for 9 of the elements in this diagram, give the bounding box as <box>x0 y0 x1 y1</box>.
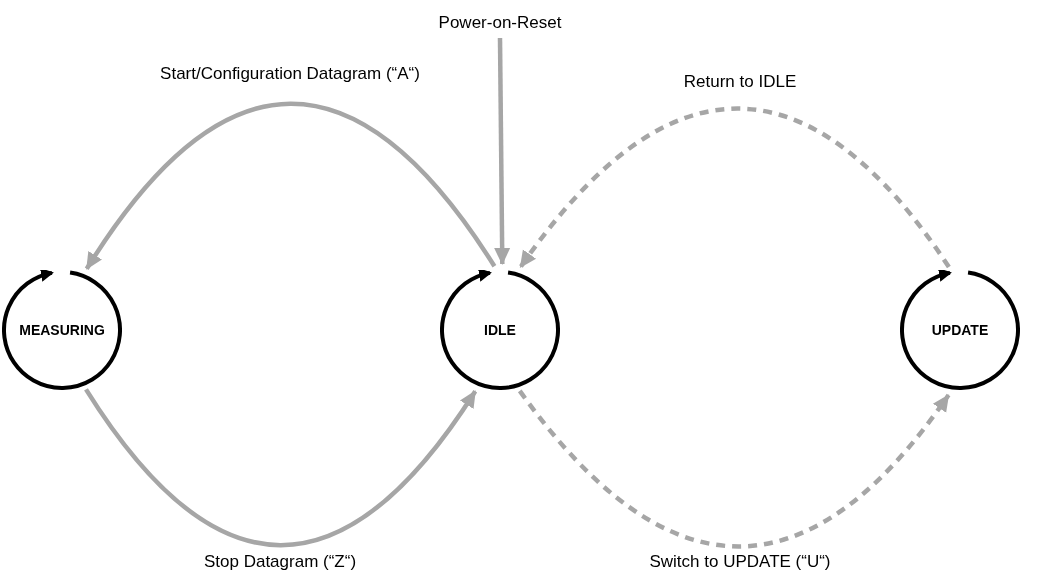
state-name: MEASURING <box>19 322 105 338</box>
arrow <box>518 389 951 549</box>
state-name: IDLE <box>484 322 516 338</box>
event-label: Power-on-Reset <box>438 13 562 33</box>
arrow <box>84 101 497 271</box>
arrow <box>84 388 478 548</box>
state-name: UPDATE <box>931 322 989 338</box>
arrow <box>494 37 511 266</box>
arrow <box>518 106 951 269</box>
